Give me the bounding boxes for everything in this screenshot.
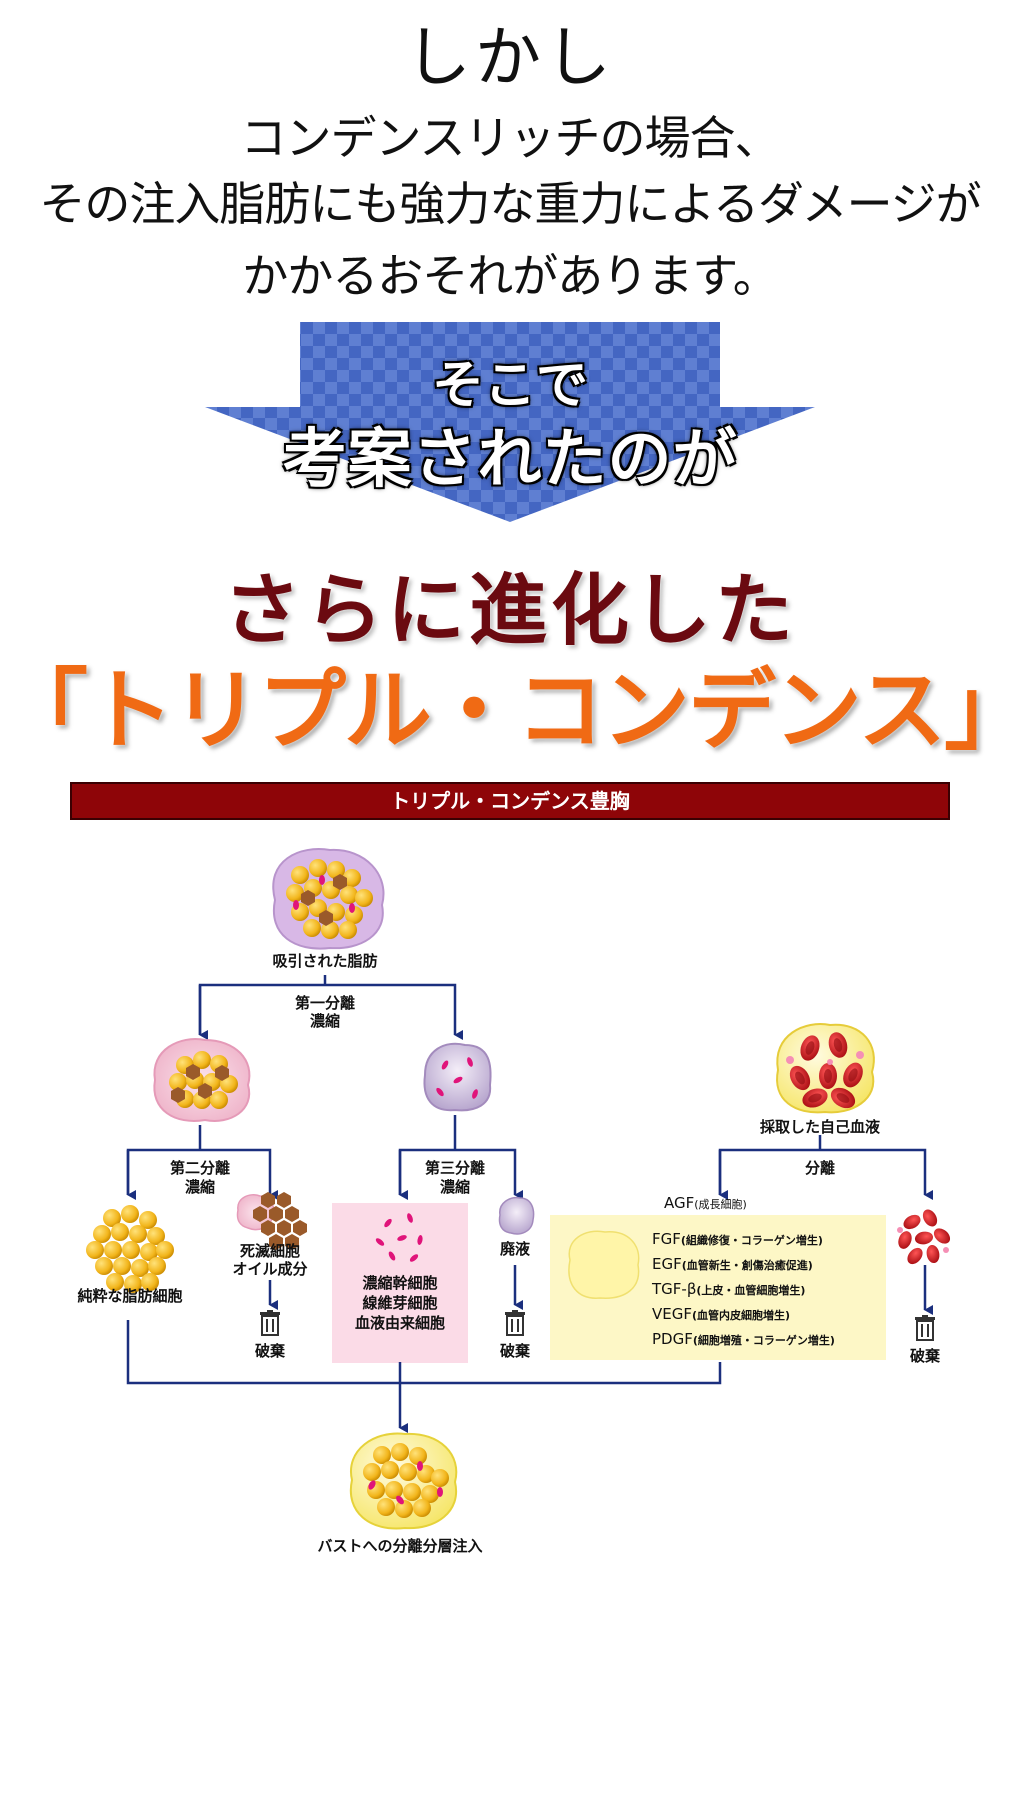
arrow-shape [205, 322, 815, 522]
heading-however: しかし [405, 19, 615, 96]
label-waste-fluid: 廃液 [499, 1240, 530, 1258]
intro-line-3: かかるおそれがあります。 [242, 249, 778, 303]
label-discard: 破棄 [254, 1342, 285, 1360]
dead-cells-illustration [236, 1192, 307, 1250]
label-oil-component: オイル成分 [232, 1260, 308, 1278]
blood-sample-illustration [776, 1023, 875, 1114]
intro-line-1: コンデンスリッチの場合、 [240, 111, 780, 165]
growth-factor-item: VEGF(血管内皮細胞増生) [652, 1301, 884, 1326]
label-pure-fat-cells: 純粋な脂肪細胞 [77, 1287, 183, 1305]
growth-factor-name: FGF [652, 1230, 681, 1248]
growth-factor-item: EGF(血管新生・創傷治癒促進) [652, 1251, 884, 1276]
growth-factor-note: (血管内皮細胞増生) [692, 1309, 791, 1322]
pure-fat-cells-illustration [86, 1205, 174, 1293]
arrow-text-line-2: 考案されたのが [282, 422, 738, 497]
label-third-concentration: 濃縮 [439, 1178, 470, 1196]
label-collected-blood: 採取した自己血液 [759, 1118, 880, 1136]
title-evolved: さらに進化した [222, 565, 797, 656]
growth-factor-name: PDGF [652, 1330, 693, 1348]
label-first-separation: 第一分離 [294, 994, 355, 1012]
growth-factor-name: VEGF [652, 1305, 692, 1323]
sucked-fat-illustration [272, 848, 385, 950]
label-concentrated-stem-cells: 濃縮幹細胞 [362, 1274, 438, 1292]
growth-factor-note: (組織修復・コラーゲン増生) [680, 1234, 823, 1247]
label-agf: AGF(成長細胞) [664, 1194, 747, 1212]
label-breast-injection: バストへの分離分層注入 [317, 1537, 483, 1555]
red-blood-cells-illustration [897, 1209, 951, 1265]
trash-icon [260, 1310, 280, 1336]
label-sucked-fat: 吸引された脂肪 [272, 952, 378, 970]
intro-line-2: その注入脂肪にも強力な重力によるダメージが [39, 177, 981, 231]
label-discard: 破棄 [909, 1347, 940, 1365]
label-first-concentration: 濃縮 [309, 1012, 340, 1030]
agf-illustration [568, 1230, 640, 1299]
arrow-text-line-1: そこで [431, 355, 588, 416]
label-third-separation: 第三分離 [424, 1159, 485, 1177]
agf-note: (成長細胞) [694, 1198, 747, 1211]
label-discard: 破棄 [499, 1342, 530, 1360]
label-blood-derived-cells: 血液由来細胞 [354, 1314, 445, 1332]
growth-factor-list: FGF(組織修復・コラーゲン増生)EGF(血管新生・創傷治癒促進)TGF-β(上… [652, 1226, 884, 1351]
concentrated-fat-illustration [153, 1038, 251, 1122]
growth-factor-note: (血管新生・創傷治癒促進) [681, 1259, 813, 1272]
label-second-separation: 第二分離 [169, 1159, 230, 1177]
growth-factor-item: PDGF(細胞増殖・コラーゲン増生) [652, 1326, 884, 1351]
growth-factor-note: (上皮・血管細胞増生) [696, 1284, 806, 1297]
stem-cells-dashes [375, 1213, 423, 1262]
label-blood-separation: 分離 [804, 1159, 835, 1177]
label-dead-cells: 死滅細胞 [239, 1242, 300, 1260]
growth-factor-name: EGF [652, 1255, 682, 1273]
trash-icon [915, 1315, 935, 1341]
label-second-concentration: 濃縮 [184, 1178, 215, 1196]
agf-name: AGF [664, 1194, 695, 1212]
label-fibroblasts: 線維芽細胞 [362, 1294, 438, 1312]
down-arrow-banner [205, 322, 815, 522]
growth-factor-item: TGF-β(上皮・血管細胞増生) [652, 1276, 884, 1301]
stem-cell-box [332, 1203, 468, 1363]
flow-diagram [86, 848, 951, 1530]
final-injection-illustration [349, 1432, 458, 1530]
stem-cell-cluster-illustration [423, 1042, 492, 1112]
growth-factor-note: (細胞増殖・コラーゲン増生) [692, 1334, 835, 1347]
section-title-bar: トリプル・コンデンス豊胸 [70, 782, 950, 820]
growth-factor-name: TGF-β [652, 1280, 697, 1298]
title-product-name: 「トリプル・コンデンス」 [0, 658, 1020, 762]
waste-fluid-illustration [498, 1196, 535, 1235]
trash-icon [505, 1310, 525, 1336]
growth-factor-item: FGF(組織修復・コラーゲン増生) [652, 1226, 884, 1251]
